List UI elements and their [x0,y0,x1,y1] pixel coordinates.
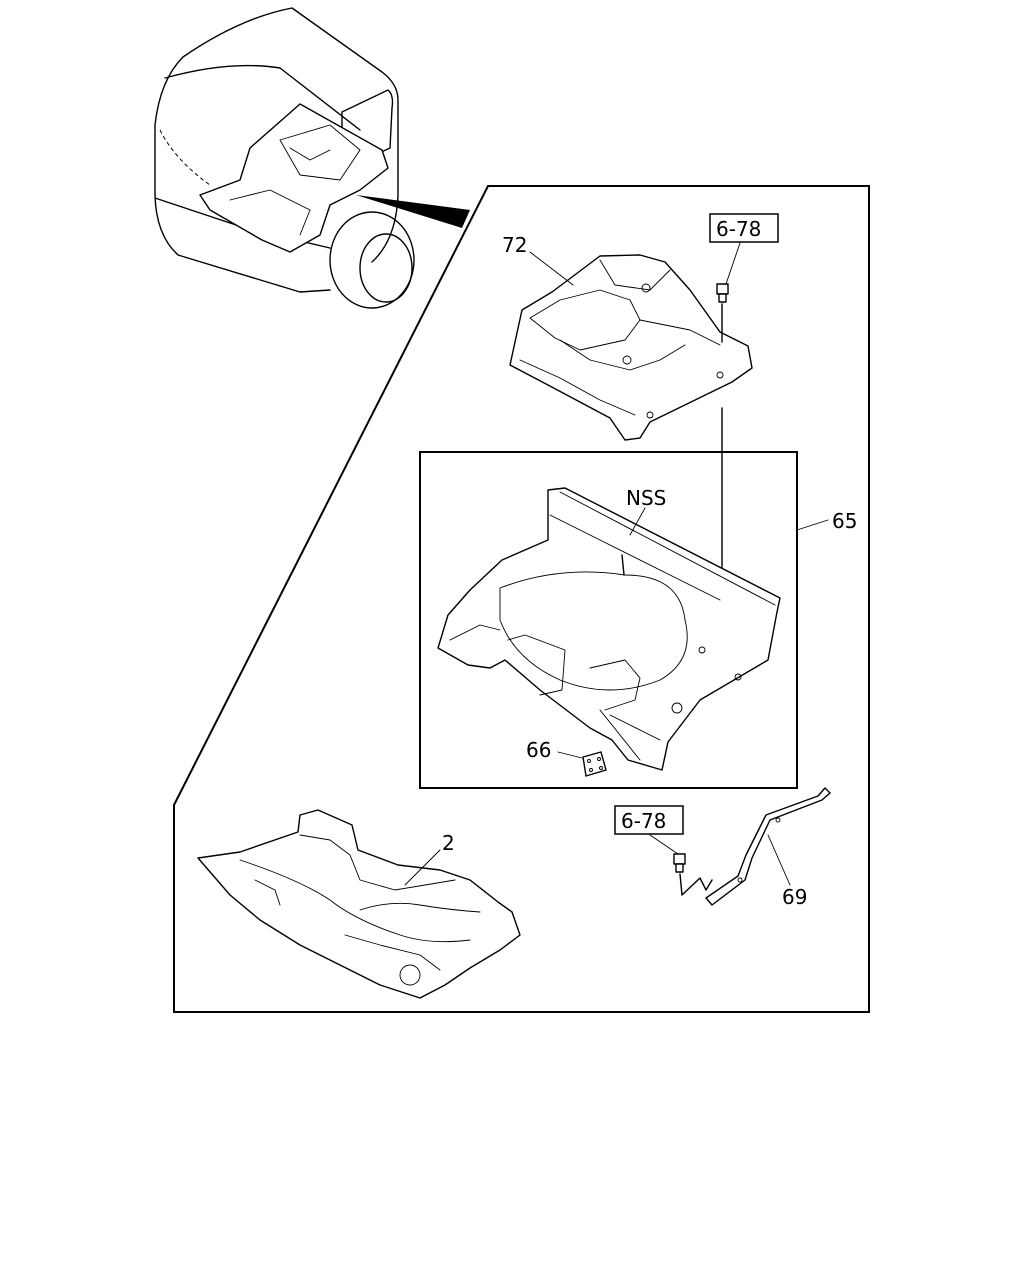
callout-65: 65 [832,509,857,533]
ref-label-bottom: 6-78 [621,809,666,833]
leader-66 [557,751,583,759]
bolt-icon [673,853,686,873]
detail-frame [173,185,870,1013]
part-2-floor-mat [197,809,521,999]
leader-72 [529,251,574,286]
callout-66: 66 [526,738,551,762]
ref-box-top [709,213,779,243]
leader-nss [629,507,646,536]
part-66-bracket [582,751,607,777]
part-69-strip [705,787,831,906]
part-72-panel [509,254,753,441]
leader-69 [767,834,791,886]
ref-box-bottom [614,805,684,835]
ref-label-top: 6-78 [716,217,761,241]
part-65-floor-panel [437,487,781,771]
callout-2: 2 [442,831,455,855]
part-65-box [419,451,798,789]
callout-72: 72 [502,233,527,257]
bolt-icon [716,283,729,303]
callout-69: 69 [782,885,807,909]
callout-nss: NSS [626,486,666,510]
truck-cab-icon [154,7,470,309]
leader-2 [404,849,441,886]
